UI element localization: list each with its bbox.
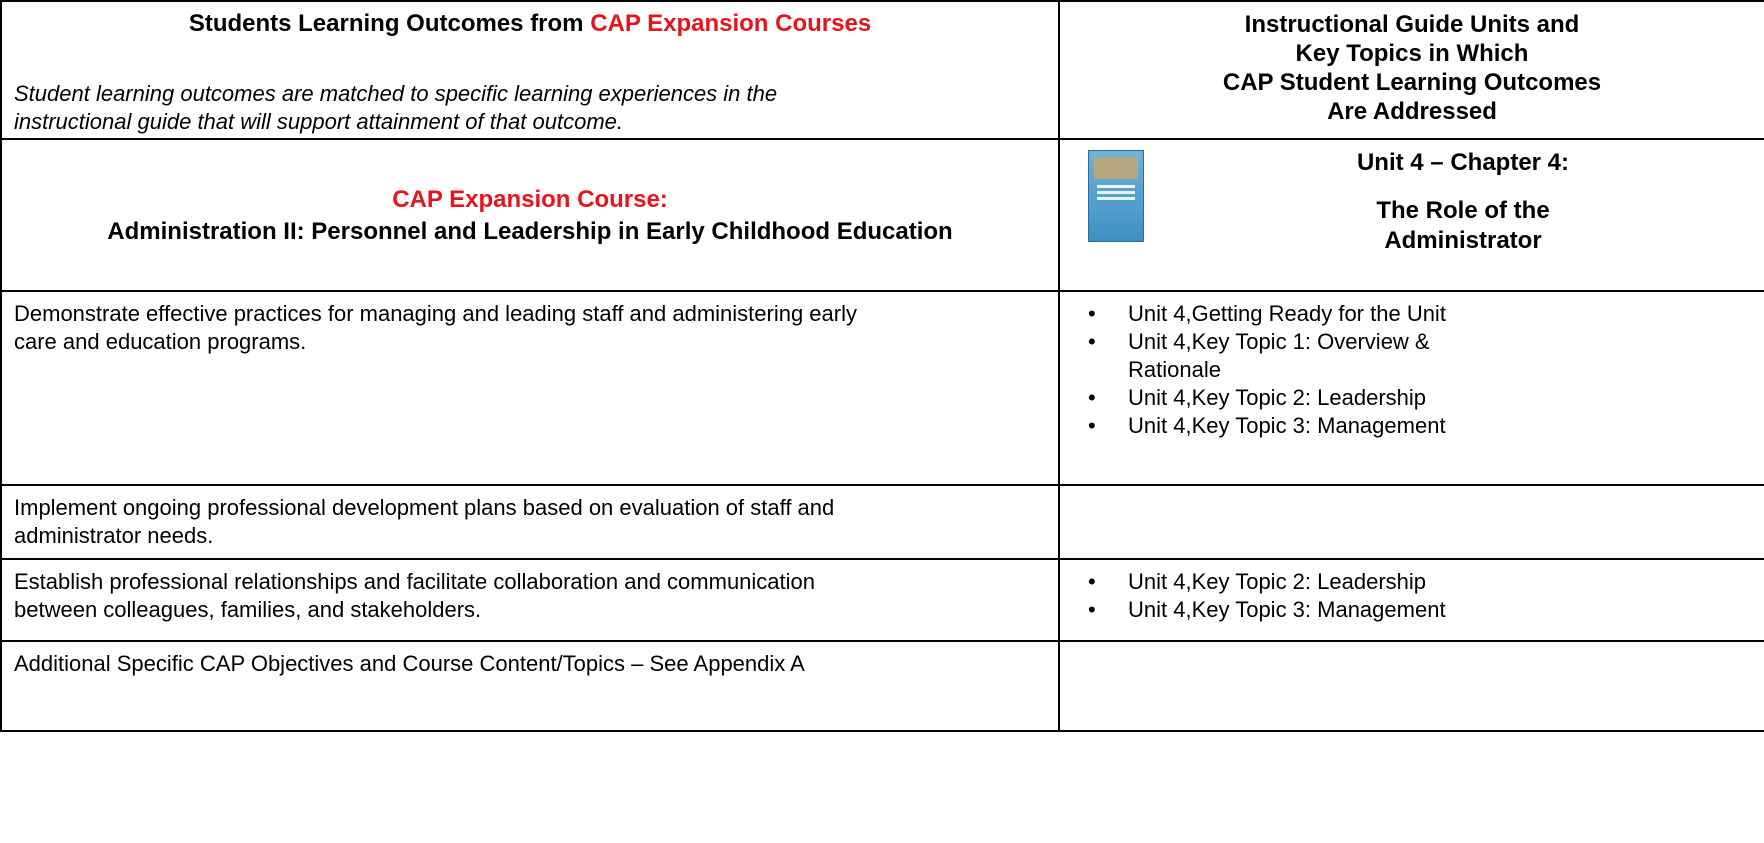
header-right-line: Instructional Guide Units and [1244, 11, 1580, 38]
course-label: CAP Expansion Course: [392, 186, 668, 213]
header-right-line: CAP Student Learning Outcomes [1222, 69, 1602, 96]
outcome-row: Establish professional relationships and… [0, 558, 1764, 642]
book-cover-icon [1088, 150, 1144, 242]
header-right-cell: Instructional Guide Units and Key Topics… [1058, 0, 1764, 140]
header-row: Students Learning Outcomes from CAP Expa… [0, 0, 1764, 140]
topic-list: •Unit 4,Getting Ready for the Unit •Unit… [1060, 292, 1764, 440]
header-right-line: Key Topics in Which [1295, 40, 1529, 67]
outcome-row: Additional Specific CAP Objectives and C… [0, 640, 1764, 732]
topic-item: •Unit 4,Key Topic 3: Management [1088, 597, 1446, 622]
course-name: Administration II: Personnel and Leaders… [107, 218, 953, 245]
outcome-cell: Implement ongoing professional developme… [0, 484, 1060, 560]
outcome-row: Demonstrate effective practices for mana… [0, 290, 1764, 486]
topics-cell [1058, 484, 1764, 560]
topics-cell: •Unit 4,Key Topic 2: Leadership •Unit 4,… [1058, 558, 1764, 642]
outcome-row: Implement ongoing professional developme… [0, 484, 1764, 560]
header-right-line: Are Addressed [1327, 98, 1497, 125]
topic-item: •Unit 4,Key Topic 3: Management [1088, 413, 1446, 438]
header-left-note: Student learning outcomes are matched to… [14, 81, 778, 134]
outcome-cell: Additional Specific CAP Objectives and C… [0, 640, 1060, 732]
unit-cell: Unit 4 – Chapter 4: The Role of the Admi… [1058, 138, 1764, 292]
course-cell: CAP Expansion Course: Administration II:… [0, 138, 1060, 292]
header-left-cell: Students Learning Outcomes from CAP Expa… [0, 0, 1060, 140]
topic-item: •Unit 4,Getting Ready for the Unit [1088, 301, 1446, 326]
topic-item: •Unit 4,Key Topic 2: Leadership [1088, 385, 1426, 410]
topic-item: •Unit 4,Key Topic 1: Overview &Rationale [1088, 329, 1430, 382]
course-row: CAP Expansion Course: Administration II:… [0, 138, 1764, 292]
cap-expansion-highlight: CAP Expansion Courses [590, 10, 872, 37]
topic-item: •Unit 4,Key Topic 2: Leadership [1088, 569, 1426, 594]
unit-title: Unit 4 – Chapter 4: The Role of the Admi… [1356, 149, 1570, 254]
outcome-cell: Demonstrate effective practices for mana… [0, 290, 1060, 486]
header-left-title: Students Learning Outcomes from CAP Expa… [188, 10, 872, 37]
topic-list: •Unit 4,Key Topic 2: Leadership •Unit 4,… [1060, 560, 1764, 624]
topics-cell: •Unit 4,Getting Ready for the Unit •Unit… [1058, 290, 1764, 486]
topics-cell [1058, 640, 1764, 732]
outcomes-table: Students Learning Outcomes from CAP Expa… [0, 0, 1764, 732]
outcome-cell: Establish professional relationships and… [0, 558, 1060, 642]
